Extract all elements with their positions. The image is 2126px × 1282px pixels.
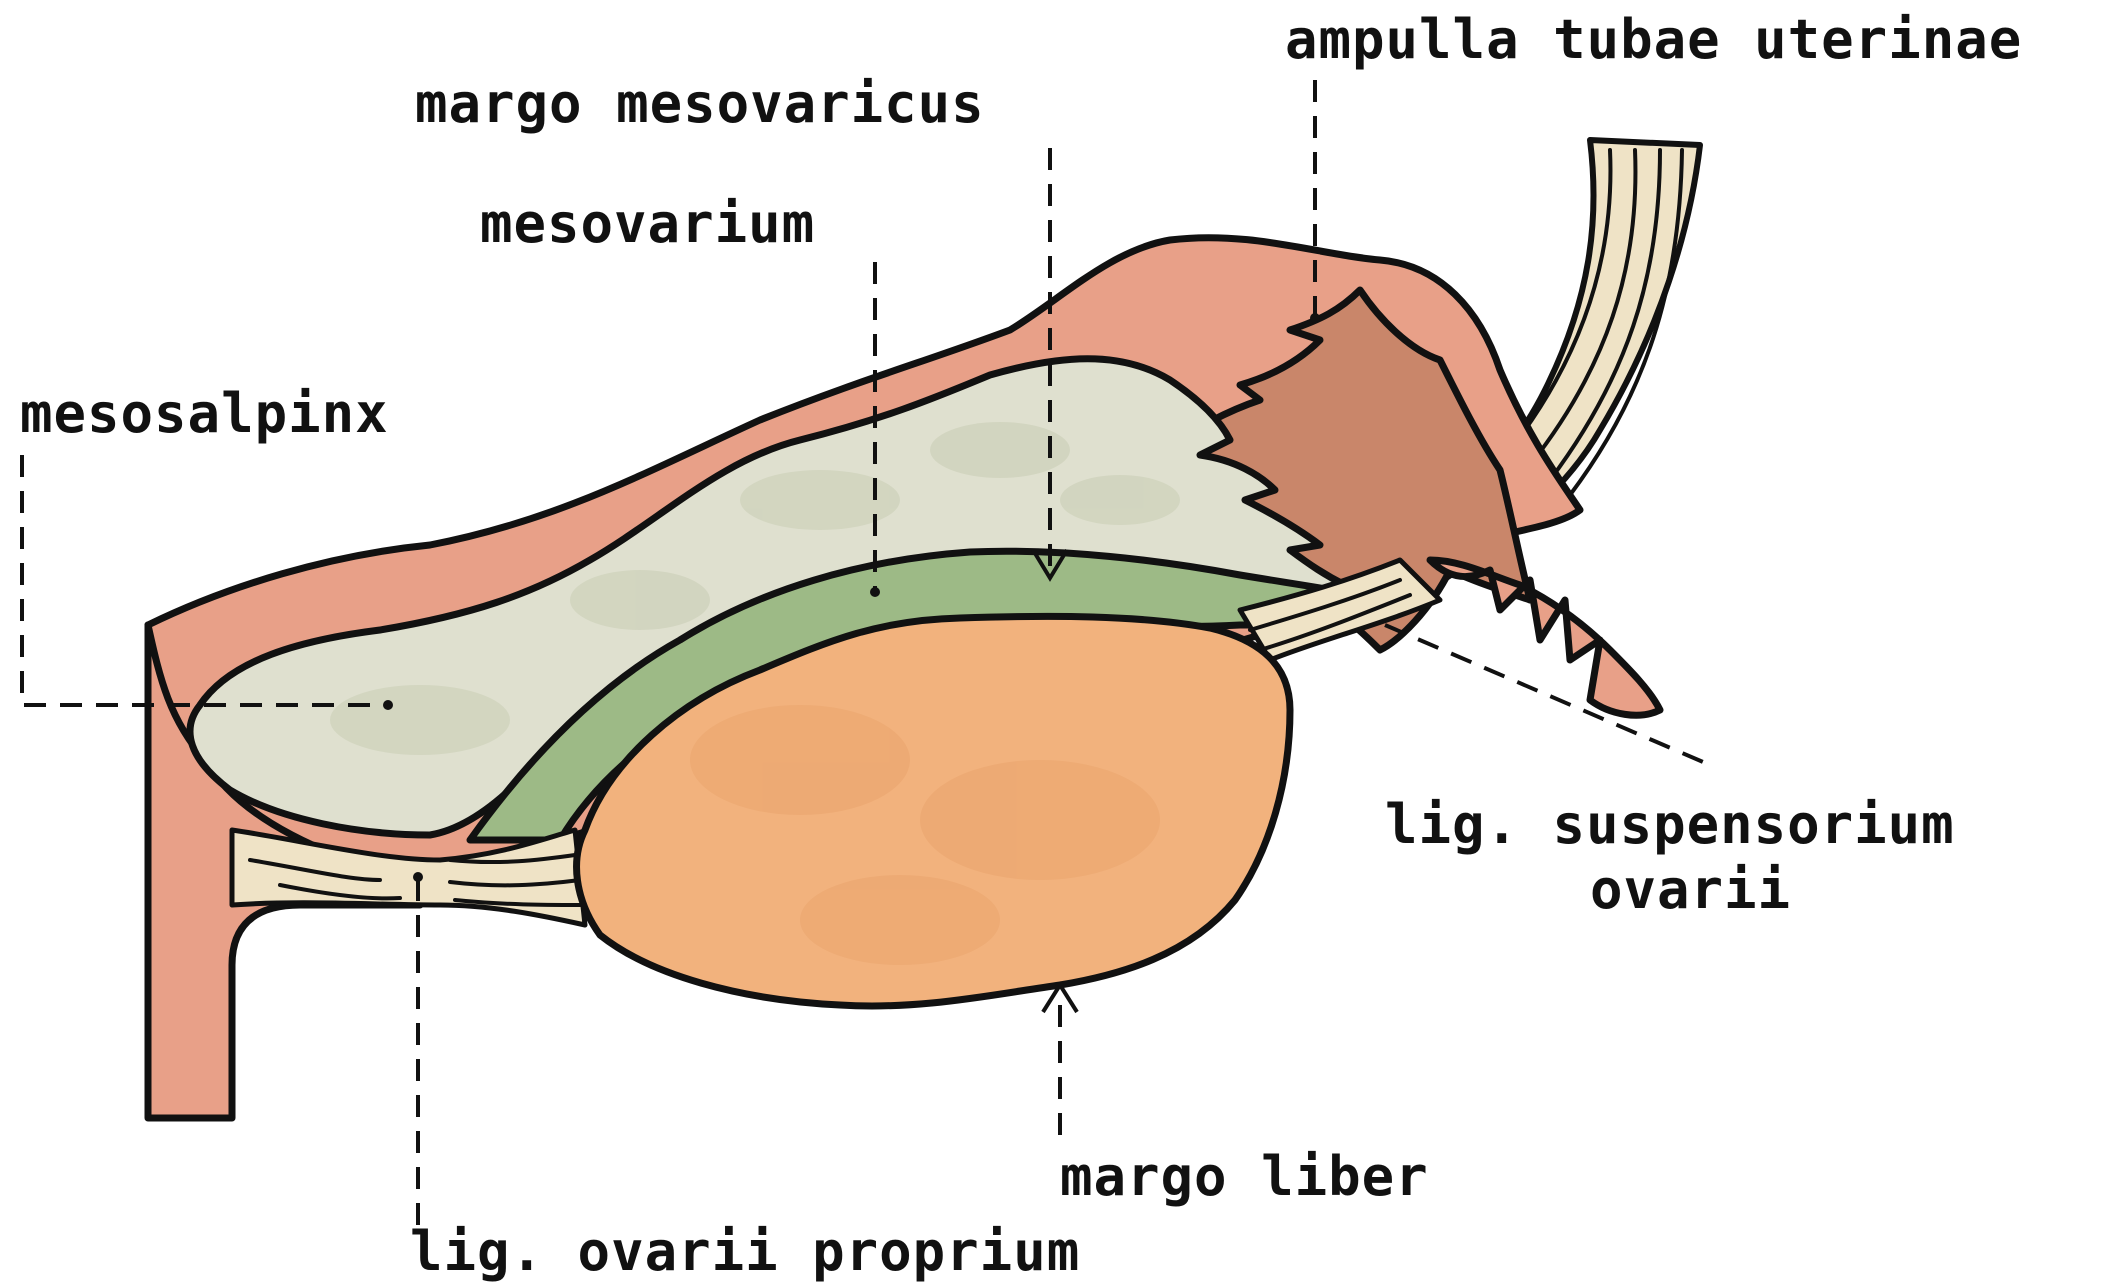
label-mesosalpinx: mesosalpinx	[20, 382, 389, 445]
label-margo-liber: margo liber	[1060, 1145, 1429, 1208]
label-mesovarium: mesovarium	[480, 192, 815, 255]
label-margo-mesovaricus: margo mesovaricus	[415, 72, 985, 135]
fimbria-lobe	[1430, 560, 1660, 715]
label-ovarii: ovarii	[1590, 858, 1791, 921]
label-lig-ovarii-proprium: lig. ovarii proprium	[410, 1220, 1080, 1282]
leader-lig-suspensorium	[1385, 625, 1710, 765]
label-ampulla-tubae-uterinae: ampulla tubae uterinae	[1285, 8, 2022, 71]
label-lig-suspensorium: lig. suspensorium	[1385, 793, 1955, 856]
